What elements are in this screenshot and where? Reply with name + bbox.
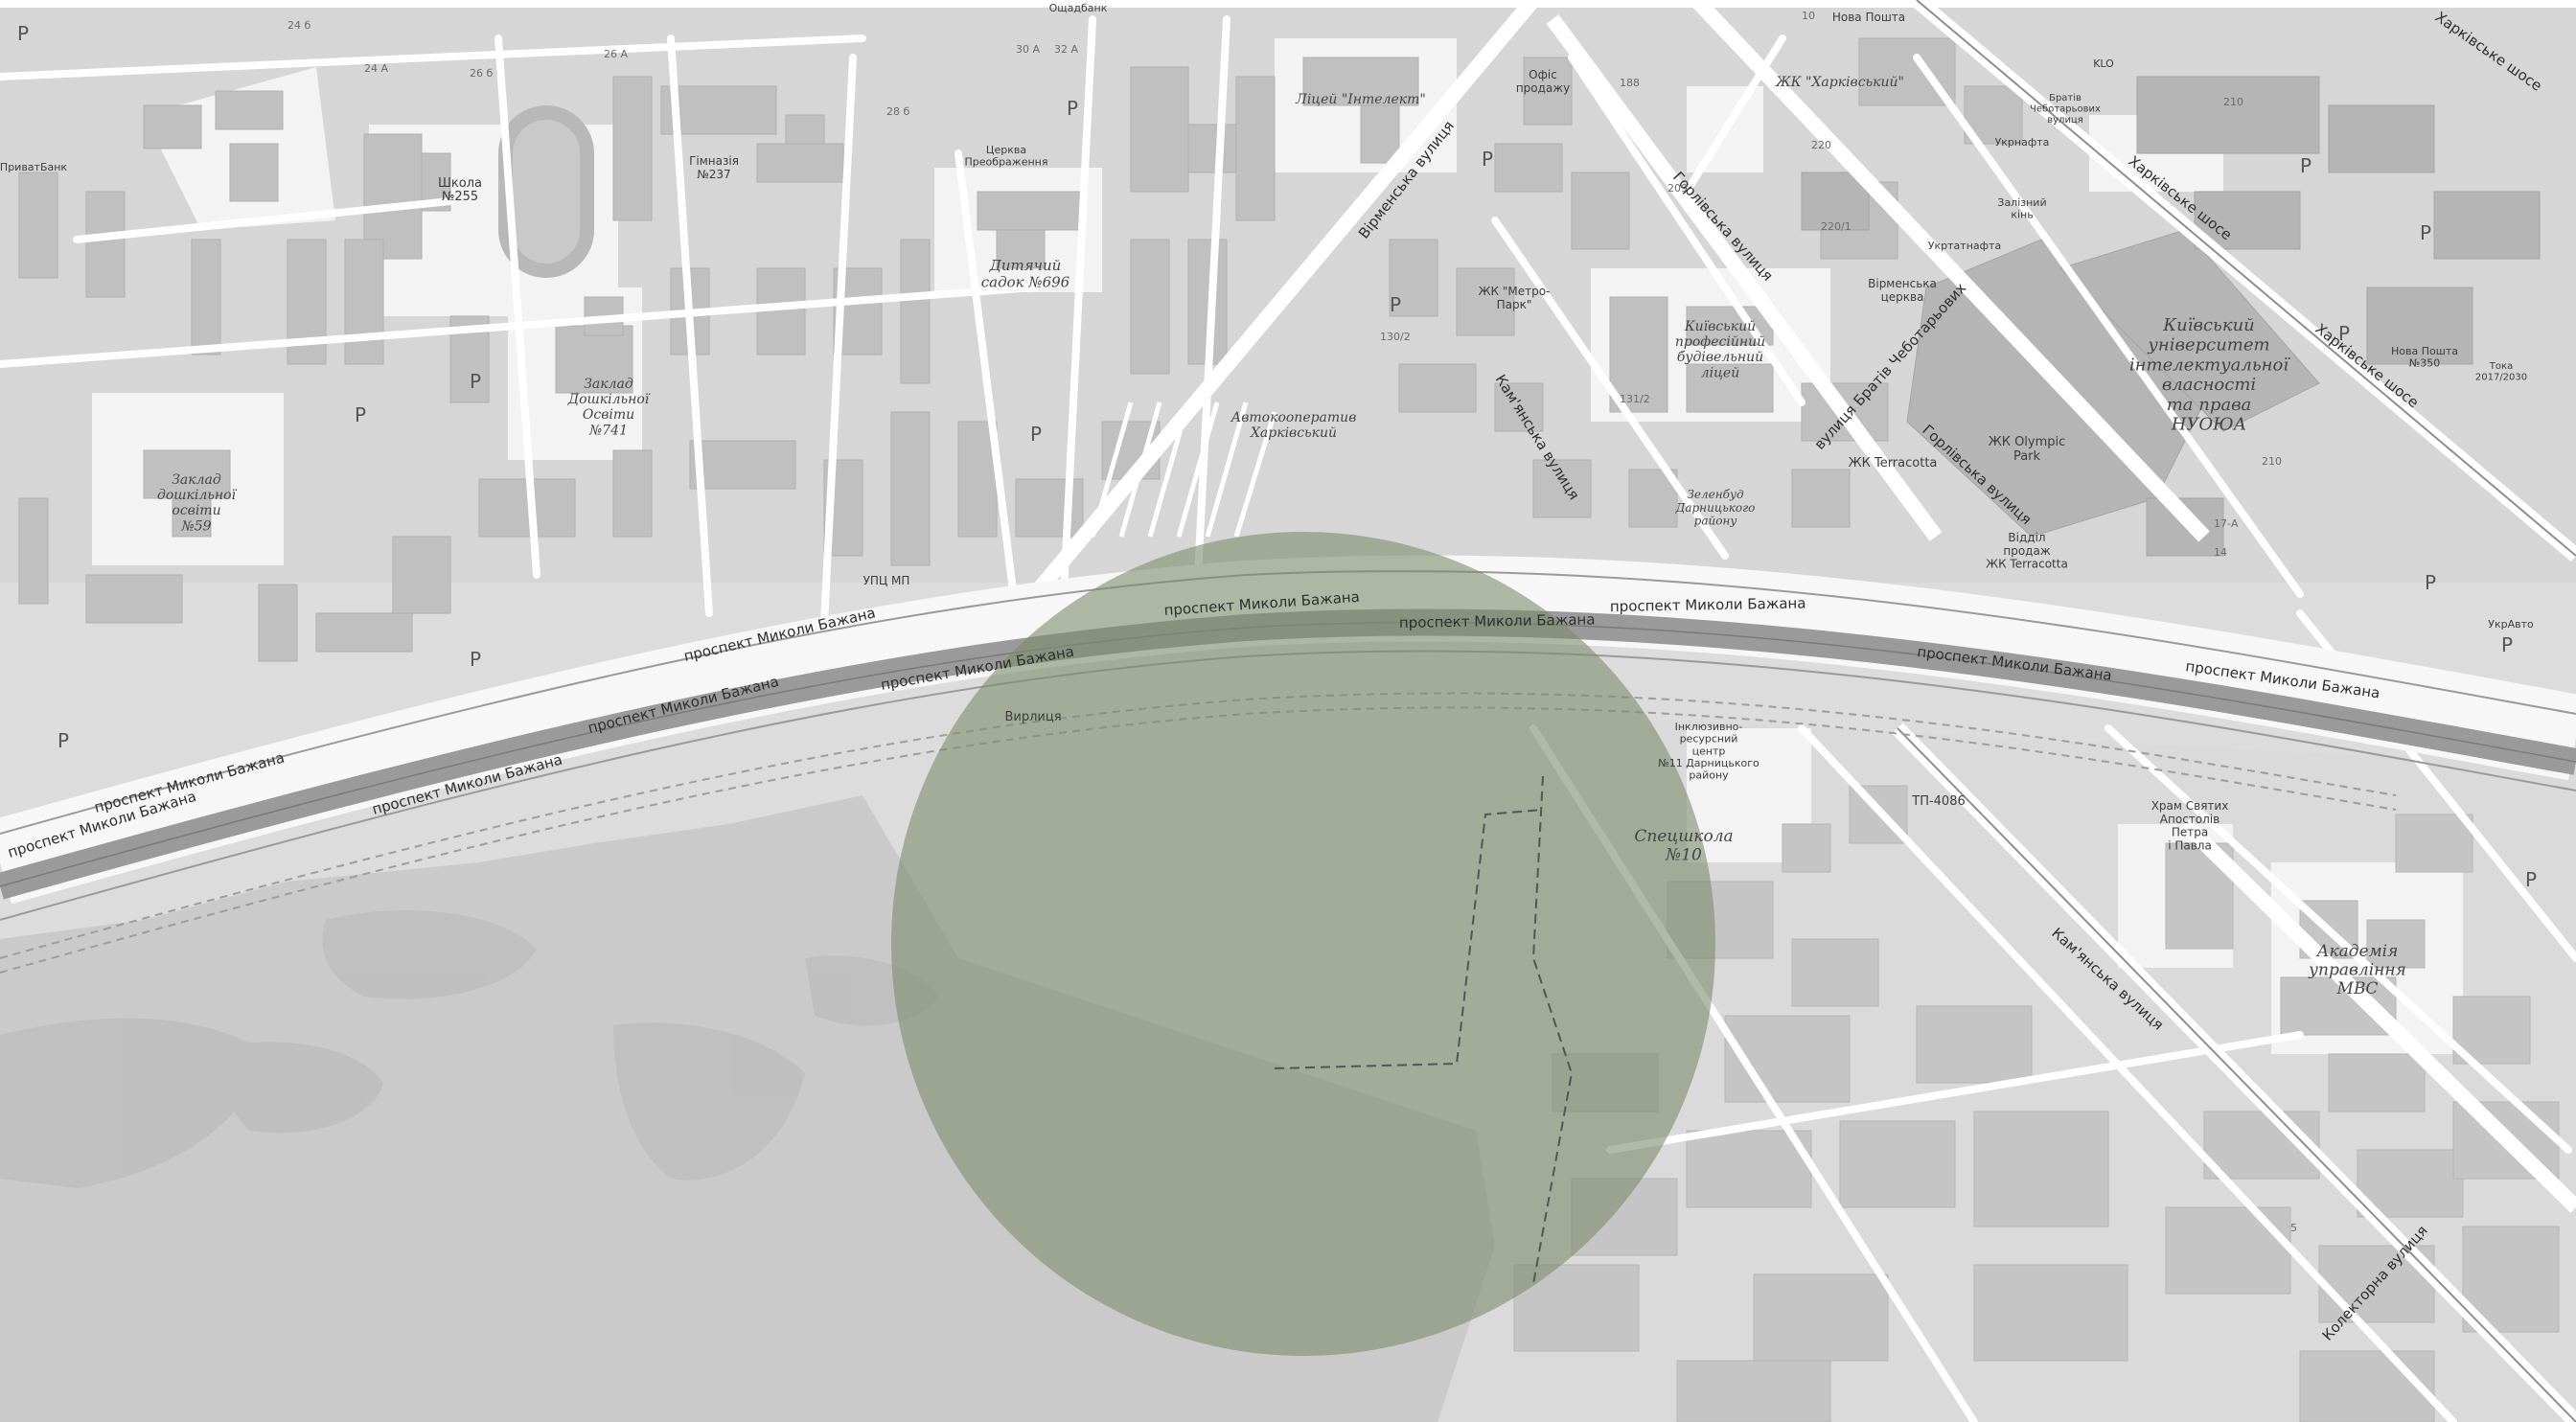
street-label: проспект Миколи Бажана xyxy=(1399,610,1596,631)
place-label: Ощадбанк xyxy=(1049,2,1108,14)
marsh-patches xyxy=(0,910,939,1188)
diagonal-streets-outline xyxy=(1897,0,2576,1422)
parking-icon: P xyxy=(2525,868,2537,891)
svg-text:209: 209 xyxy=(1668,182,1688,195)
parking-icon: P xyxy=(2420,221,2431,244)
parking-markers: P P P P P P P P P P P P P P P xyxy=(17,22,2537,891)
top-border xyxy=(0,0,2576,8)
street-label: проспект Миколи Бажана xyxy=(1610,594,1806,615)
place-label: KLO xyxy=(2093,57,2114,70)
place-label: Вирлиця xyxy=(1004,710,1061,724)
parking-icon: P xyxy=(2501,633,2513,656)
parking-icon: P xyxy=(2425,571,2436,594)
place-label: Ліцей "Інтелект" xyxy=(1295,92,1426,107)
place-label: Укртатнафта xyxy=(1928,240,2001,252)
parking-icon: P xyxy=(58,729,69,752)
svg-text:30 А: 30 А xyxy=(1016,43,1040,56)
parking-icon: P xyxy=(355,403,366,426)
minor-streets xyxy=(0,15,2576,1422)
svg-text:28 б: 28 б xyxy=(886,105,909,118)
parking-icon: P xyxy=(1067,97,1078,120)
svg-text:130/2: 130/2 xyxy=(1380,331,1411,343)
parking-icon: P xyxy=(2338,322,2350,345)
parking-icon: P xyxy=(470,648,481,671)
svg-text:131/2: 131/2 xyxy=(1620,393,1650,405)
place-label: Нова Пошта xyxy=(1832,11,1905,24)
place-label: УкрАвто xyxy=(2488,618,2534,631)
stadium xyxy=(498,105,594,278)
svg-text:17-А: 17-А xyxy=(2214,517,2239,530)
house-numbers: 24 б 26 б 26 А 28 б 24 А 30 А 32 А 10 18… xyxy=(288,10,2297,1234)
parking-icon: P xyxy=(1482,148,1493,171)
svg-text:32 А: 32 А xyxy=(1054,43,1078,56)
place-label: УПЦ МП xyxy=(863,574,910,587)
svg-text:210: 210 xyxy=(2223,96,2243,108)
place-label: Укрнафта xyxy=(1995,136,2050,149)
svg-text:24 А: 24 А xyxy=(364,62,388,75)
svg-text:14: 14 xyxy=(2214,546,2227,559)
parking-icon: P xyxy=(2300,154,2312,177)
svg-text:5: 5 xyxy=(2290,1222,2297,1234)
place-label: ТП-4086 xyxy=(1911,794,1966,809)
svg-text:26 А: 26 А xyxy=(604,48,628,60)
railway xyxy=(0,692,2397,974)
place-label: ЖК Terracotta xyxy=(1849,456,1938,470)
place-label: ЖК "Метро-Парк" xyxy=(1479,285,1551,311)
parking-icon: P xyxy=(470,370,481,393)
parking-area xyxy=(1090,401,1277,538)
svg-text:26 б: 26 б xyxy=(470,67,493,80)
industrial-buildings xyxy=(1513,785,2560,1422)
svg-text:220: 220 xyxy=(1811,139,1831,151)
parking-icon: P xyxy=(1390,293,1401,316)
parking-icon: P xyxy=(17,22,29,45)
svg-text:10: 10 xyxy=(1802,10,1815,22)
place-label: ЖК "Харківський" xyxy=(1775,75,1904,90)
parking-icon: P xyxy=(1030,423,1042,446)
highlight-circle[interactable] xyxy=(891,532,1715,1356)
svg-text:24 б: 24 б xyxy=(288,19,310,32)
place-label: ПриватБанк xyxy=(0,161,67,173)
svg-text:188: 188 xyxy=(1620,77,1640,89)
svg-text:210: 210 xyxy=(2262,455,2282,468)
svg-text:220/1: 220/1 xyxy=(1821,220,1852,233)
footpaths xyxy=(1274,775,1574,1285)
